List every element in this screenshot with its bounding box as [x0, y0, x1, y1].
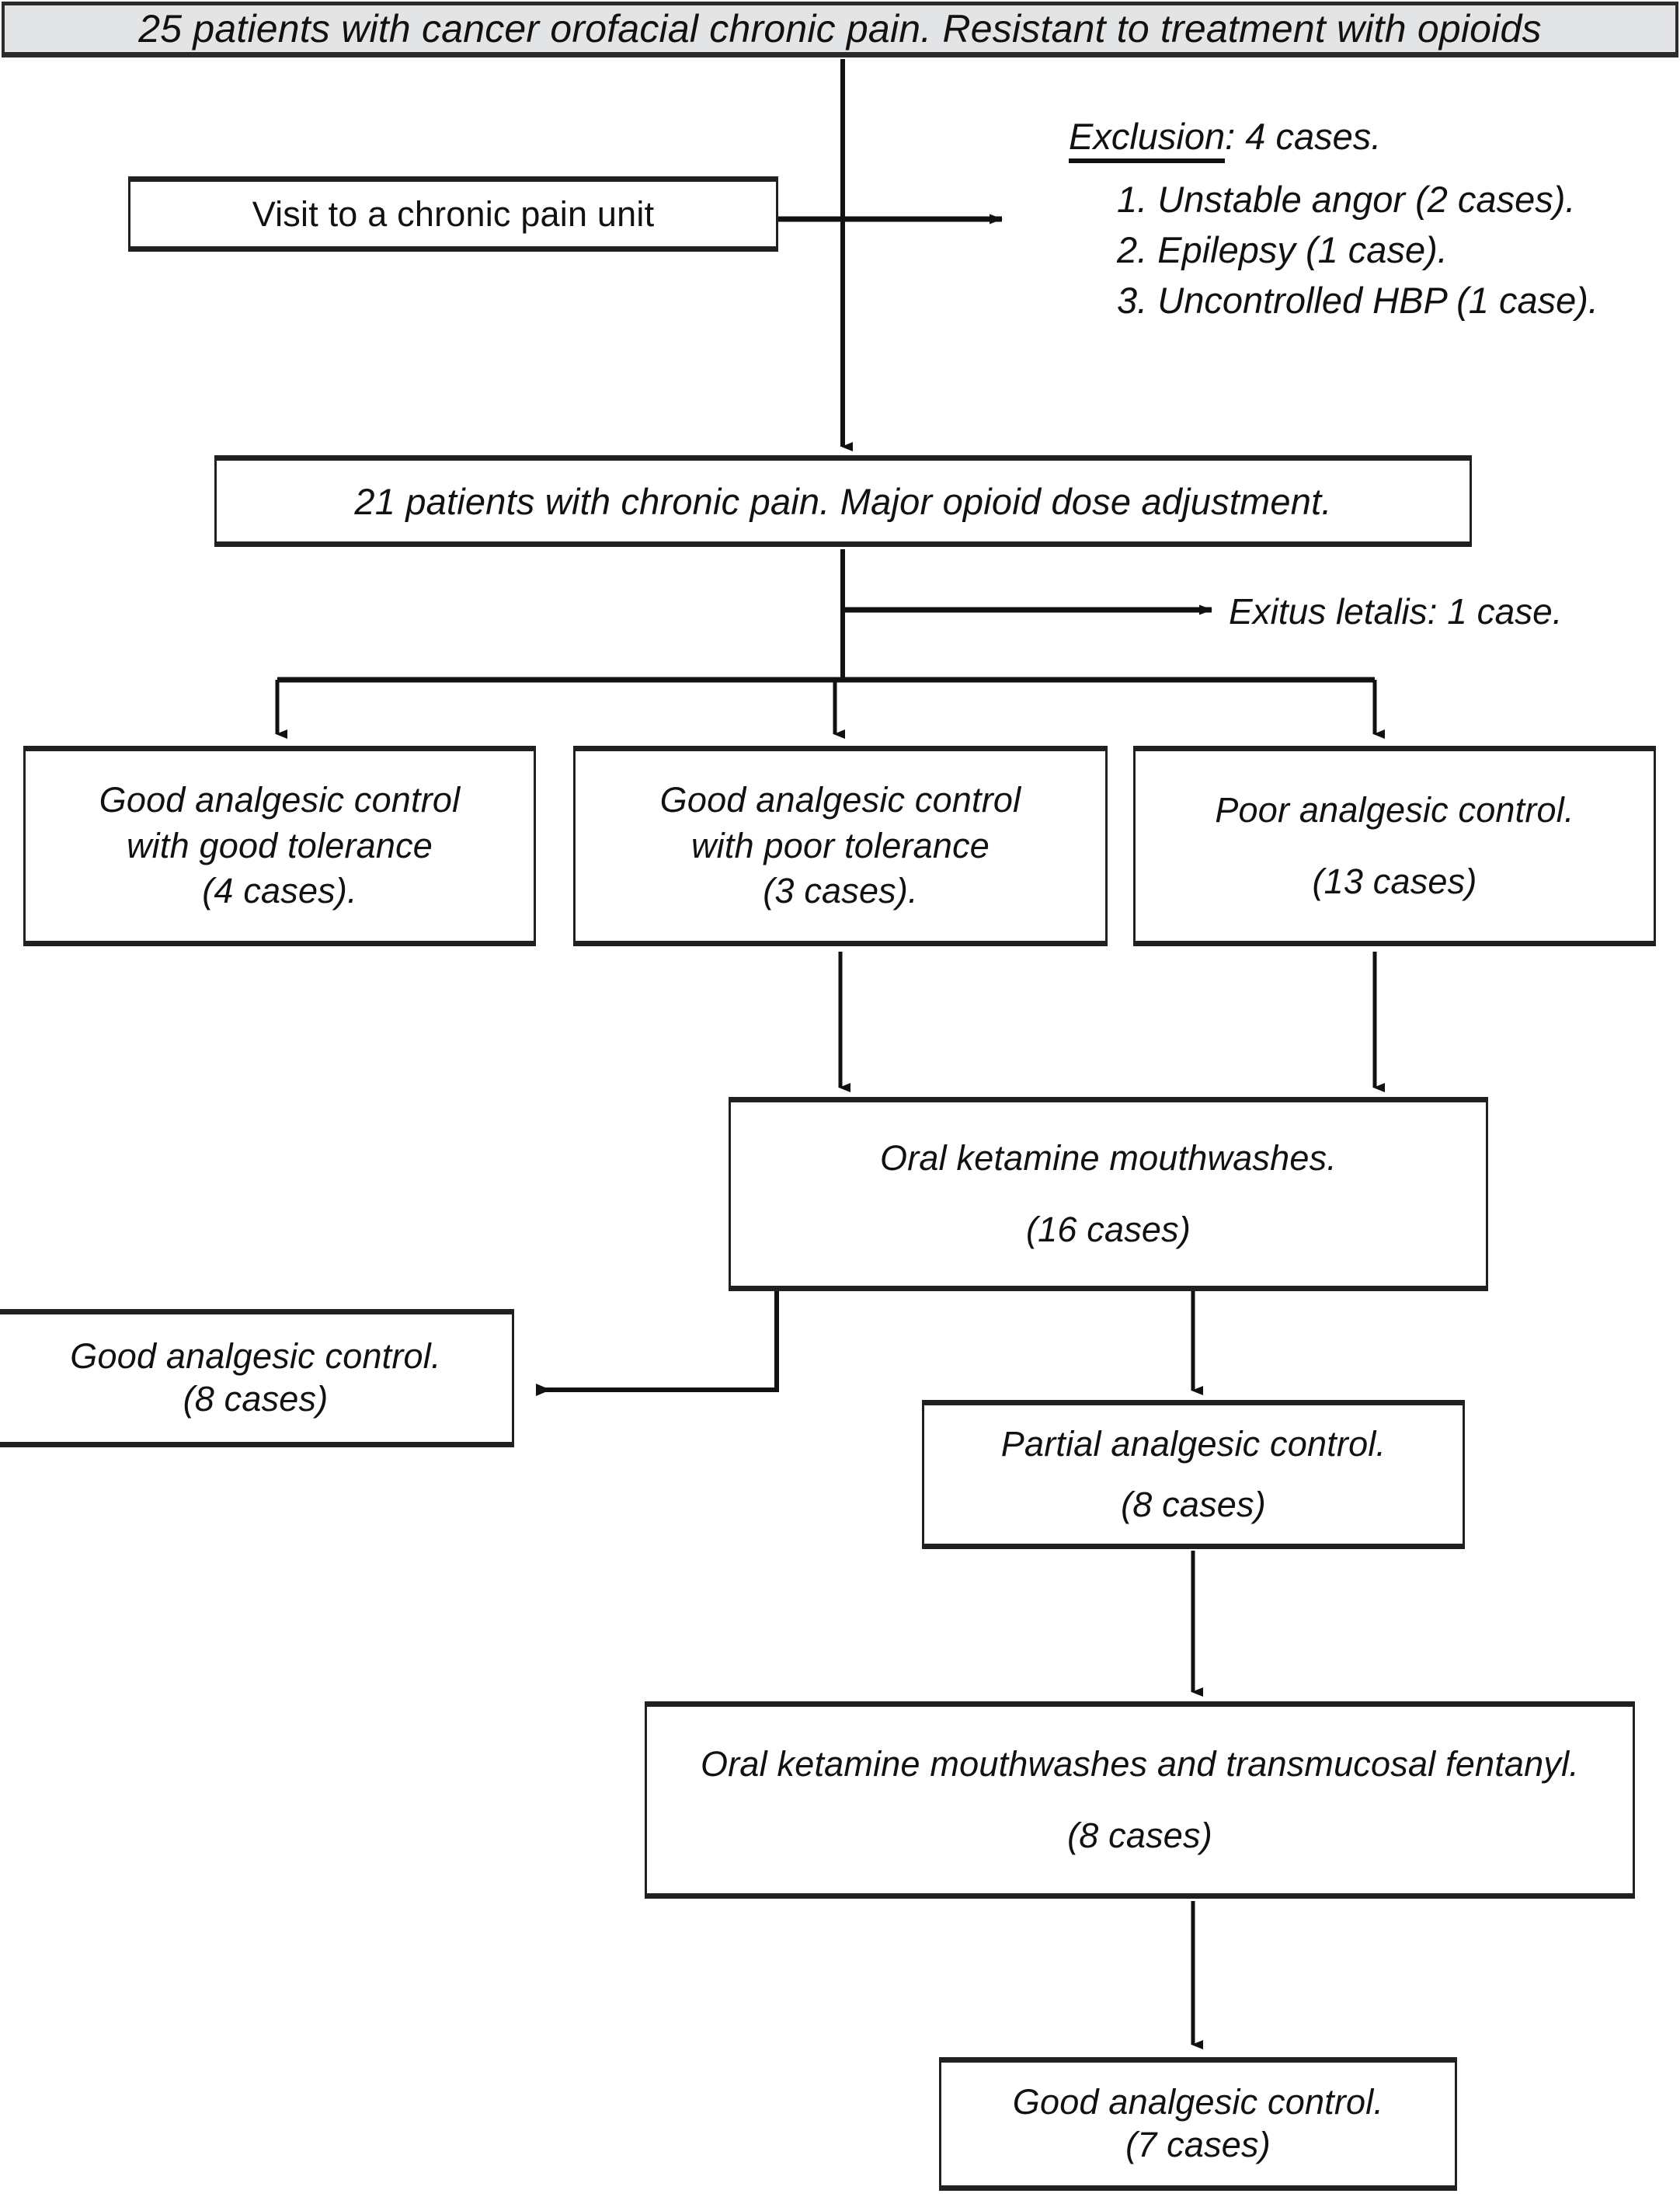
node-partial-analgesic-control-8: Partial analgesic control. (8 cases): [922, 1400, 1465, 1549]
node-ketamine-line2: (16 cases): [1025, 1210, 1191, 1249]
node-good-poor-line2: with poor tolerance: [690, 825, 990, 865]
node-partial8-line1: Partial analgesic control.: [1000, 1424, 1386, 1464]
node-poor-line1: Poor analgesic control.: [1215, 790, 1574, 830]
node-ketamine-fentanyl-line2: (8 cases): [1067, 1816, 1212, 1855]
node-good-control-good-tolerance: Good analgesic control with good toleran…: [23, 746, 536, 946]
annotation-exitus-letalis: Exitus letalis: 1 case.: [1229, 590, 1563, 632]
exclusion-item-3: 3. Uncontrolled HBP (1 case).: [1117, 280, 1598, 321]
node-poor-line2: (13 cases): [1312, 862, 1477, 901]
annotation-exclusion: Exclusion: 4 cases. 1. Unstable angor (2…: [1069, 115, 1675, 329]
node-visit-label: Visit to a chronic pain unit: [252, 193, 655, 234]
exclusion-title-underlined: Exclusion: [1069, 116, 1226, 163]
connector-ketamine-to-good8: [536, 1291, 779, 1396]
exclusion-title: Exclusion: 4 cases.: [1069, 115, 1675, 163]
node-good7-line2: (7 cases): [1125, 2125, 1271, 2164]
node-good-good-line3: (4 cases).: [202, 871, 357, 911]
node-ketamine-and-fentanyl: Oral ketamine mouthwashes and transmucos…: [645, 1701, 1635, 1899]
node-ketamine-fentanyl-line1: Oral ketamine mouthwashes and transmucos…: [701, 1744, 1579, 1784]
exclusion-item-2: 2. Epilepsy (1 case).: [1117, 229, 1448, 270]
node-good-poor-line1: Good analgesic control: [659, 780, 1021, 820]
node-header: 25 patients with cancer orofacial chroni…: [2, 2, 1678, 57]
exitus-letalis-label: Exitus letalis: 1 case.: [1229, 591, 1563, 632]
node-poor-analgesic-control: Poor analgesic control. (13 cases): [1133, 746, 1656, 946]
node-good-analgesic-control-7: Good analgesic control. (7 cases): [939, 2057, 1457, 2191]
exclusion-item-1: 1. Unstable angor (2 cases).: [1117, 179, 1576, 220]
node-good8-line2: (8 cases): [183, 1379, 329, 1419]
node-good-analgesic-control-8: Good analgesic control. (8 cases): [0, 1309, 514, 1447]
exclusion-list: 1. Unstable angor (2 cases). 2. Epilepsy…: [1117, 178, 1675, 322]
node-good-good-line1: Good analgesic control: [99, 780, 461, 820]
node-opioid-dose-adjustment: 21 patients with chronic pain. Major opi…: [214, 455, 1472, 547]
node-ketamine-line1: Oral ketamine mouthwashes.: [880, 1138, 1337, 1178]
node-good-poor-line3: (3 cases).: [763, 871, 918, 911]
node-oral-ketamine-mouthwashes: Oral ketamine mouthwashes. (16 cases): [729, 1097, 1488, 1291]
node-visit-chronic-pain-unit: Visit to a chronic pain unit: [128, 176, 778, 252]
node-adjustment-label: 21 patients with chronic pain. Major opi…: [354, 480, 1332, 522]
node-good8-line1: Good analgesic control.: [70, 1336, 441, 1377]
exclusion-title-rest: : 4 cases.: [1225, 116, 1382, 157]
node-header-label: 25 patients with cancer orofacial chroni…: [138, 7, 1542, 50]
node-good7-line1: Good analgesic control.: [1012, 2082, 1384, 2122]
node-good-good-line2: with good tolerance: [126, 825, 433, 865]
node-partial8-line2: (8 cases): [1121, 1485, 1266, 1524]
node-good-control-poor-tolerance: Good analgesic control with poor toleran…: [573, 746, 1108, 946]
